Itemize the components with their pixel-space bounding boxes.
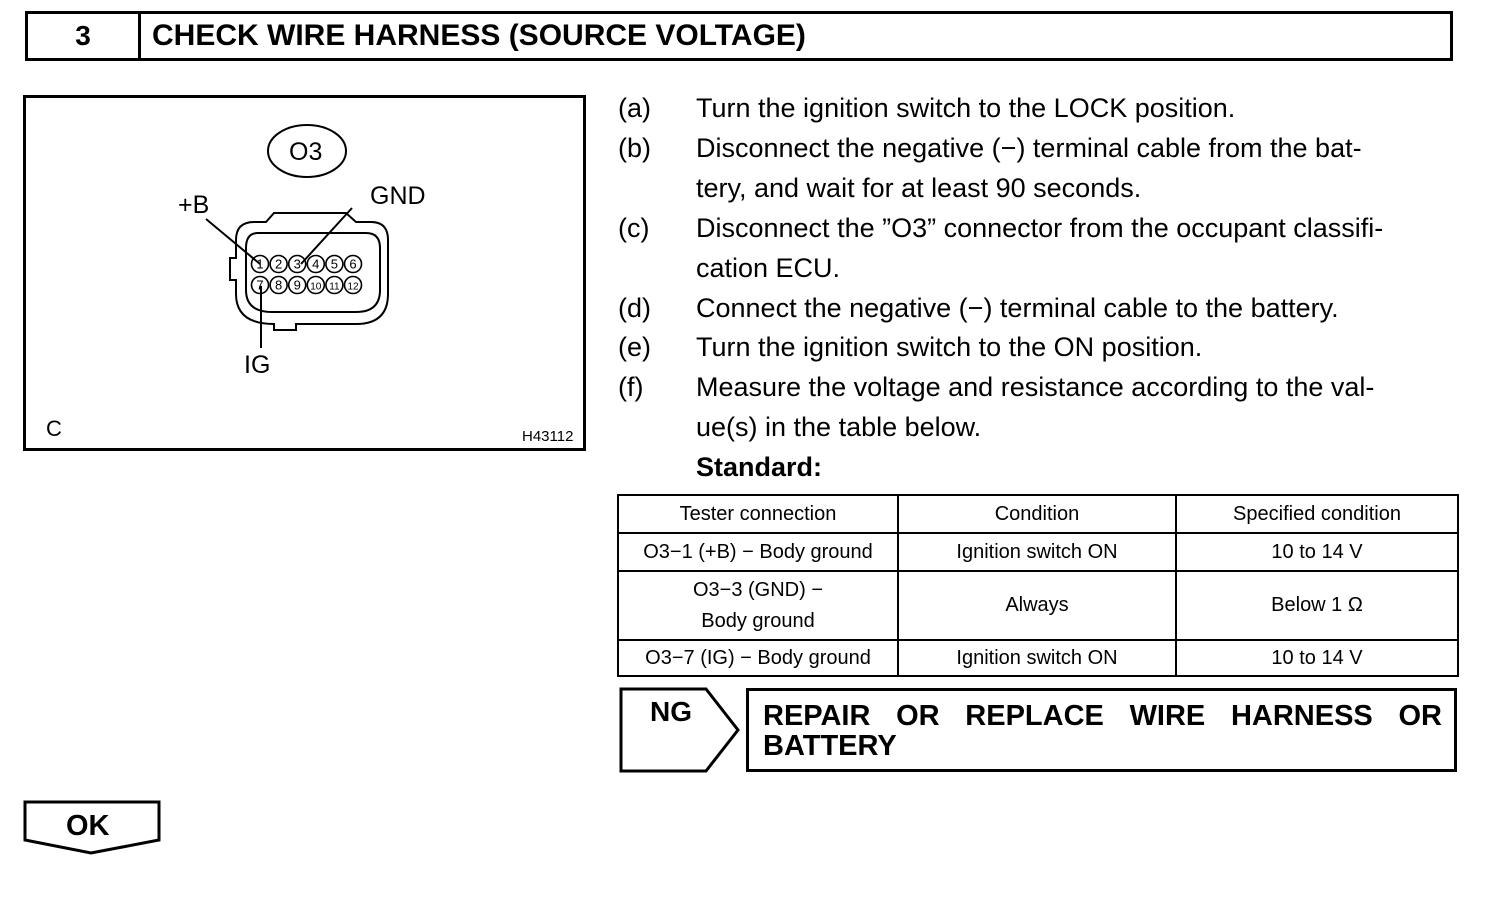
connector-pin [306, 254, 326, 274]
step-marker: (e) [618, 332, 651, 362]
connector-inner-shell [245, 232, 381, 313]
connector-pin [269, 254, 288, 274]
connector-pin-number: 5 [331, 257, 338, 272]
step-text-line: tery, and wait for at least 90 seconds. [696, 173, 1142, 203]
connector-diagram: 123456789101112 O3 +B GND IG C H43112 [23, 95, 586, 451]
step-number: 3 [28, 14, 141, 58]
table-cell: Ignition switch ON [897, 532, 1177, 572]
gnd-leader [300, 207, 353, 265]
ng-action-word: WIRE [1129, 700, 1206, 732]
plus-b-leader [205, 218, 261, 265]
gnd-label: GND [370, 182, 426, 210]
table-row: O3−1 (+B) − Body ground Ignition switch … [617, 532, 1459, 572]
step-text-line: Disconnect the negative (−) terminal cab… [696, 133, 1362, 163]
ng-action-word: OR [1398, 700, 1442, 732]
step-header: 3 CHECK WIRE HARNESS (SOURCE VOLTAGE) [25, 11, 1453, 61]
connector-pin-number: 9 [294, 278, 301, 293]
step-text: Turn the ignition switch to the LOCK pos… [696, 88, 1235, 128]
table-cell: O3−7 (IG) − Body ground [617, 639, 899, 677]
connector-pin-number: 6 [349, 257, 356, 272]
ng-action-word: OR [896, 700, 940, 732]
step-text-line: Turn the ignition switch to the ON posit… [696, 332, 1203, 362]
figure-code: H43112 [522, 428, 574, 445]
ng-label: NG [650, 696, 692, 727]
step-text: Connect the negative (−) terminal cable … [696, 288, 1339, 328]
connector-pin [325, 275, 344, 295]
connector-pin-number: 8 [275, 278, 282, 293]
table-cell-line: Body ground [701, 609, 815, 632]
table-cell: Always [897, 570, 1177, 641]
connector-pin [306, 275, 326, 295]
table-cell: O3−3 (GND) − Body ground [617, 570, 899, 641]
connector-pin-number: 7 [256, 278, 263, 293]
connector-drawing: 123456789101112 [205, 124, 389, 348]
connector-pin-number: 12 [347, 282, 359, 293]
connector-id-ellipse [267, 124, 347, 178]
table-cell-line: O3−3 (GND) − [692, 578, 824, 601]
table-cell: 10 to 14 V [1175, 639, 1459, 677]
table-header-row: Tester connection Condition Specified co… [617, 494, 1459, 534]
step-text-line: ue(s) in the table below. [696, 412, 982, 442]
table-cell: Below 1 Ω [1175, 570, 1459, 641]
connector-pin [250, 254, 270, 274]
step-text-line: cation ECU. [696, 253, 841, 283]
ng-action-word: REPAIR [763, 700, 871, 732]
connector-pin-number: 2 [275, 257, 282, 272]
table-header-cell: Specified condition [1175, 494, 1459, 534]
step-text-line: Connect the negative (−) terminal cable … [696, 293, 1339, 323]
connector-pin [343, 254, 363, 274]
ng-action-box: REPAIR OR REPLACE WIRE HARNESS OR BATTER… [746, 688, 1457, 772]
step-text: Disconnect the ”O3” connector from the o… [696, 208, 1383, 288]
table-cell: Ignition switch ON [897, 639, 1177, 677]
corner-label: C [46, 416, 62, 441]
ng-action-word: HARNESS [1230, 700, 1373, 732]
connector-pin [287, 254, 307, 274]
step-text: Turn the ignition switch to the ON posit… [696, 327, 1202, 367]
table-header-cell: Tester connection [617, 494, 899, 534]
step-marker: (a) [618, 93, 651, 123]
ig-label: IG [244, 351, 271, 379]
ng-action-word: REPLACE [965, 700, 1104, 732]
step-text-line: Turn the ignition switch to the LOCK pos… [696, 93, 1236, 123]
table-header-cell: Condition [897, 494, 1177, 534]
ng-arrow-icon [619, 687, 740, 773]
table-row: O3−7 (IG) − Body ground Ignition switch … [617, 639, 1459, 677]
step-marker: (f) [618, 372, 644, 402]
table-cell: 10 to 14 V [1175, 532, 1459, 572]
plus-b-label: +B [178, 191, 210, 219]
connector-pin [287, 275, 307, 295]
connector-pin-number: 11 [329, 282, 340, 293]
step-text: Measure the voltage and resistance accor… [696, 367, 1374, 447]
connector-pin-number: 3 [294, 257, 301, 272]
ng-action-line-2: BATTERY [763, 730, 897, 762]
standard-label: Standard: [696, 452, 823, 482]
step-text: Disconnect the negative (−) terminal cab… [696, 128, 1362, 208]
connector-id-label: O3 [289, 138, 323, 166]
ok-arrow-icon [23, 800, 161, 855]
table-cell: O3−1 (+B) − Body ground [617, 532, 899, 572]
connector-pins: 123456789101112 [250, 254, 363, 295]
step-text-line: Disconnect the ”O3” connector from the o… [696, 213, 1384, 243]
connector-pin [269, 275, 288, 295]
step-title: CHECK WIRE HARNESS (SOURCE VOLTAGE) [152, 19, 806, 52]
spec-table: Tester connection Condition Specified co… [617, 494, 1459, 677]
connector-pin-number: 4 [312, 257, 319, 272]
ng-action-line-1: REPAIR OR REPLACE WIRE HARNESS OR [763, 701, 1442, 731]
connector-pin [343, 275, 363, 295]
table-row: O3−3 (GND) − Body ground Always Below 1 … [617, 570, 1459, 641]
connector-pin-number: 10 [310, 282, 322, 293]
step-marker: (d) [618, 293, 651, 323]
ok-label: OK [66, 810, 110, 842]
step-marker: (c) [618, 213, 650, 243]
connector-outer-shell [229, 212, 389, 331]
connector-pin [325, 254, 344, 274]
step-marker: (b) [618, 133, 651, 163]
step-text-line: Measure the voltage and resistance accor… [696, 372, 1375, 402]
